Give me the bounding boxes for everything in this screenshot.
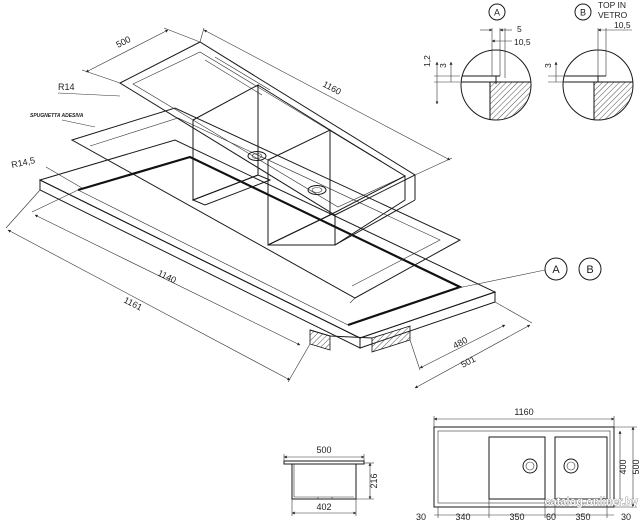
detail-b-dim-10-5: 10,5 bbox=[614, 20, 631, 30]
plan-dim-30-right: 30 bbox=[621, 512, 631, 522]
detail-b: B TOP IN VETRO 10,5 3 bbox=[543, 0, 634, 121]
plan-dim-500: 500 bbox=[631, 459, 640, 474]
plan-dim-350-left: 350 bbox=[509, 512, 524, 522]
label-r14-5: R14,5 bbox=[10, 155, 36, 170]
dim-total-length: 1161 bbox=[5, 189, 311, 383]
detail-b-title: B bbox=[580, 8, 586, 18]
side-view: 500 216 402 bbox=[283, 445, 379, 516]
dim-cutout-length: 1140 bbox=[31, 189, 301, 346]
dim-501-label: 501 bbox=[459, 354, 477, 370]
label-adhesive: SPUGNETTA ADESIVA bbox=[30, 113, 84, 119]
detail-b-dim-3: 3 bbox=[543, 63, 553, 68]
dim-total-depth: 501 bbox=[414, 301, 533, 389]
detail-a-dim-5: 5 bbox=[517, 24, 522, 34]
dim-500-label: 500 bbox=[114, 34, 132, 50]
plan-dim-340: 340 bbox=[455, 512, 470, 522]
plan-view: 1160 400 500 30 340 350 60 350 30 bbox=[416, 407, 640, 522]
exploded-view: 500 1160 R14 SPUGNETTA ADESIVA R14,5 bbox=[5, 27, 602, 389]
leader-r14: R14 bbox=[57, 82, 121, 97]
leader-adhesive: SPUGNETTA ADESIVA bbox=[30, 113, 96, 128]
label-r14: R14 bbox=[58, 82, 75, 92]
detail-b-note-2: VETRO bbox=[598, 10, 628, 20]
leader-r14-5: R14,5 bbox=[10, 155, 83, 189]
plan-dim-350-right: 350 bbox=[575, 512, 590, 522]
plan-dim-60: 60 bbox=[546, 512, 556, 522]
side-dim-500: 500 bbox=[316, 445, 331, 455]
detail-a-dim-1-2: 1,2 bbox=[422, 55, 432, 67]
dim-480-label: 480 bbox=[451, 335, 469, 351]
callout-ab: A B bbox=[457, 257, 602, 289]
dim-1161-label: 1161 bbox=[122, 295, 144, 313]
detail-b-note-1: TOP IN bbox=[598, 0, 626, 10]
callout-a-label: A bbox=[552, 264, 560, 276]
dim-1160-label: 1160 bbox=[321, 79, 343, 97]
dim-1140-label: 1140 bbox=[156, 268, 178, 285]
side-dim-216: 216 bbox=[369, 473, 379, 488]
watermark: catalog.onliner.by bbox=[544, 496, 638, 508]
plan-dim-400: 400 bbox=[618, 459, 628, 474]
detail-a-dim-3: 3 bbox=[438, 63, 448, 68]
dim-cutout-depth: 480 bbox=[409, 324, 506, 371]
detail-a-dim-10-5: 10,5 bbox=[514, 37, 531, 47]
detail-a: A 5 10,5 1,2 3 bbox=[422, 3, 532, 121]
detail-a-title: A bbox=[494, 8, 500, 18]
dim-top-length: 1160 bbox=[199, 27, 453, 176]
plan-dim-30-left: 30 bbox=[416, 512, 426, 522]
callout-b-label: B bbox=[586, 264, 593, 276]
plan-dim-1160: 1160 bbox=[514, 407, 533, 417]
dim-top-width: 500 bbox=[81, 27, 201, 84]
side-dim-402: 402 bbox=[316, 502, 331, 512]
adhesive-gasket bbox=[70, 107, 462, 304]
